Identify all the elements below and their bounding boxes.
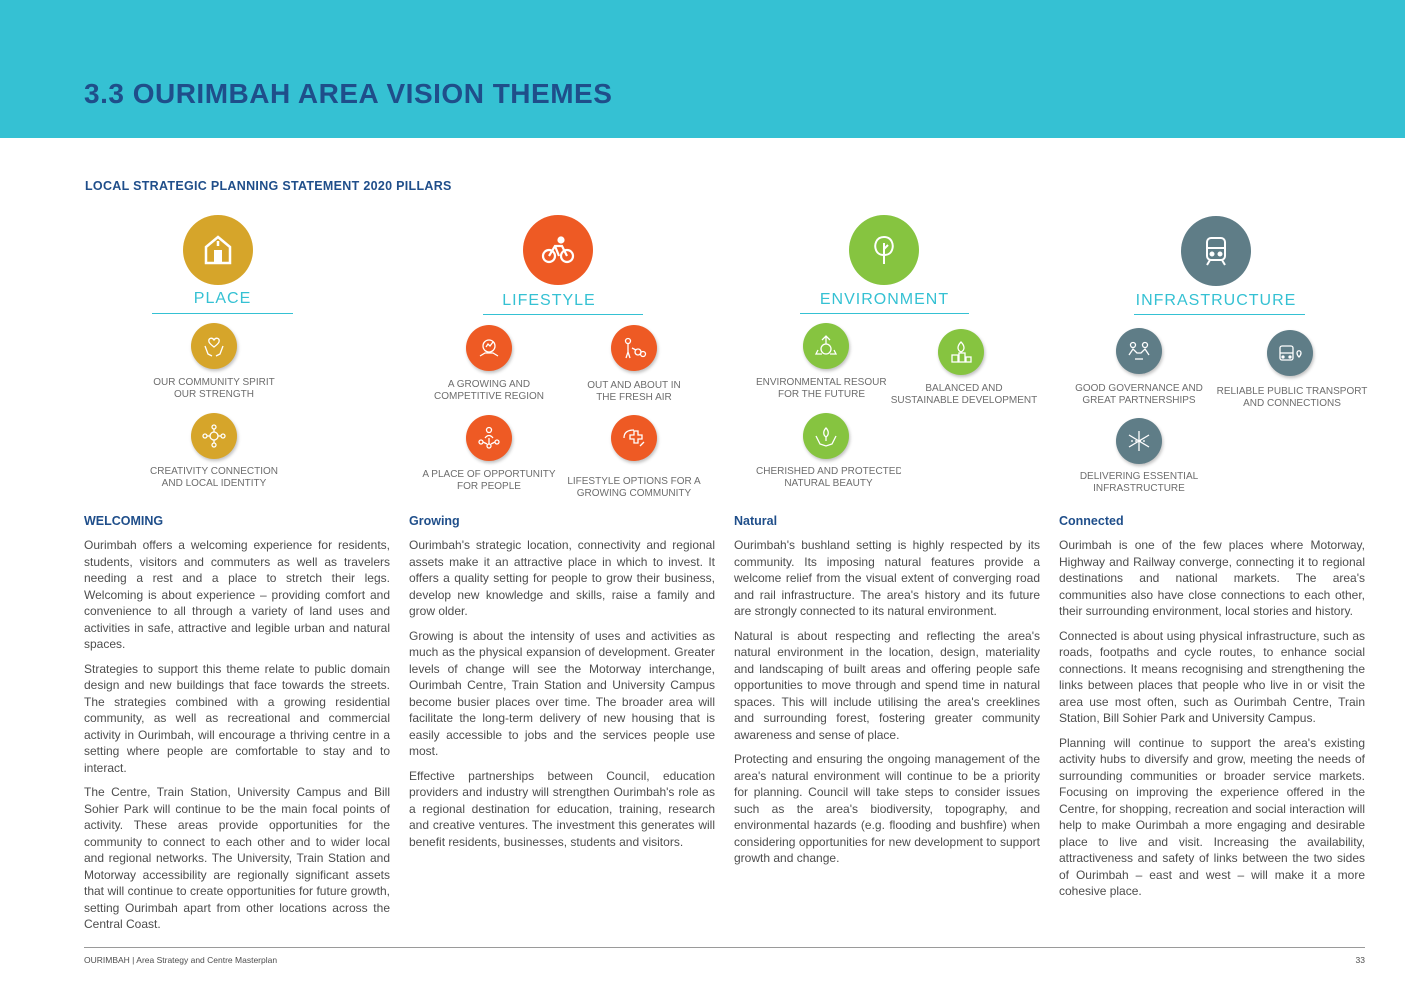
pillar-label-environment: ENVIRONMENT: [819, 291, 950, 308]
column-paragraph: The Centre, Train Station, University Ca…: [84, 785, 390, 931]
creativity-icon: [191, 413, 237, 459]
page-number: 33: [1355, 955, 1365, 965]
column-paragraph: Effective partnerships between Council, …: [409, 768, 715, 849]
column-paragraph: Ourimbah is one of the few places where …: [1059, 538, 1365, 618]
train-icon: [1181, 216, 1251, 286]
column-paragraph: Ourimbah offers a welcoming experience f…: [84, 538, 390, 651]
family-walk-icon: [611, 325, 657, 371]
pillar-label-infrastructure: INFRASTRUCTURE: [1135, 292, 1297, 309]
title-banner: [0, 0, 1405, 138]
pillar-divider: [483, 314, 643, 315]
health-options-icon: [611, 415, 657, 461]
tree-icon: [849, 215, 919, 285]
column-paragraph: Growing is about the intensity of uses a…: [409, 628, 715, 759]
column-paragraph: Ourimbah's bushland setting is highly re…: [734, 538, 1040, 618]
road-network-icon: [1116, 418, 1162, 464]
column-paragraph: Ourimbah's strategic location, connectiv…: [409, 538, 715, 618]
bus-location-icon: [1267, 330, 1313, 376]
pillar-label-place: PLACE: [193, 290, 252, 307]
column-paragraph: Planning will continue to support the ar…: [1059, 735, 1365, 899]
column-paragraph: Natural is about respecting and reflecti…: [734, 628, 1040, 742]
column-paragraph: Strategies to support this theme relate …: [84, 661, 390, 775]
partnership-icon: [1116, 328, 1162, 374]
column-natural: Natural Ourimbah's bushland setting is h…: [734, 514, 1040, 875]
house-icon: [183, 215, 253, 285]
pillar-divider: [1134, 314, 1305, 315]
protected-plant-icon: [803, 413, 849, 459]
pillar-divider: [800, 313, 969, 314]
bicycle-icon: [523, 215, 593, 285]
pillars-subheading: LOCAL STRATEGIC PLANNING STATEMENT 2020 …: [85, 179, 452, 193]
column-paragraph: Connected is about using physical infras…: [1059, 628, 1365, 726]
theme-label: ENVIRONMENTAL RESOURCESFOR THE FUTURE: [756, 377, 887, 400]
column-heading: Growing: [409, 514, 460, 528]
footer-text: OURIMBAH | Area Strategy and Centre Mast…: [84, 955, 278, 965]
people-network-icon: [466, 415, 512, 461]
column-heading: Natural: [734, 514, 778, 528]
pillar-divider: [152, 313, 293, 314]
page-title: 3.3 OURIMBAH AREA VISION THEMES: [84, 78, 613, 109]
column-heading: WELCOMING: [84, 514, 164, 528]
hands-heart-icon: [191, 323, 237, 369]
balanced-development-icon: [938, 329, 984, 375]
column-paragraph: Protecting and ensuring the ongoing mana…: [734, 752, 1040, 865]
column-welcoming: WELCOMING Ourimbah offers a welcoming ex…: [84, 514, 390, 941]
footer-divider: [84, 947, 1365, 948]
pillar-label-lifestyle: LIFESTYLE: [502, 292, 596, 309]
column-heading: Connected: [1059, 514, 1124, 528]
growth-icon: [466, 325, 512, 371]
recycle-icon: [803, 323, 849, 369]
column-connected: Connected Ourimbah is one of the few pla…: [1059, 514, 1365, 908]
column-growing: Growing Ourimbah's strategic location, c…: [409, 514, 715, 858]
